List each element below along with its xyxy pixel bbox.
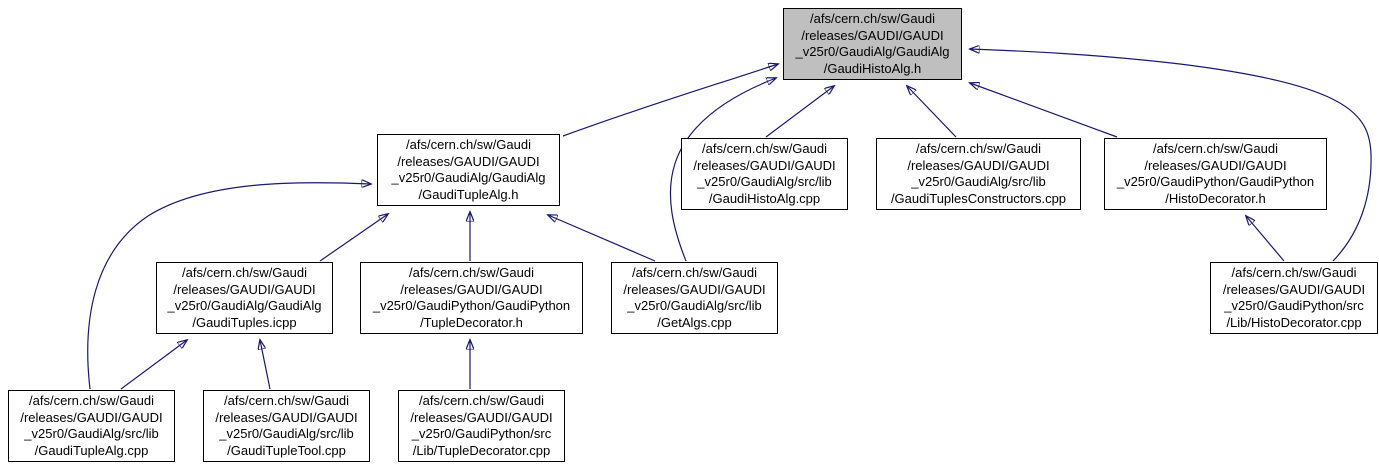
node-path-line: _v25r0/GaudiPython/src	[411, 426, 552, 441]
edge-tupletool_cpp-to-tuples_icpp	[260, 340, 271, 390]
node-path-line: /afs/cern.ch/sw/Gaudi	[702, 141, 827, 156]
edge-histoalg_cpp-to-histoalg_h	[765, 86, 834, 138]
node-gaudi-tuples-icpp[interactable]: /afs/cern.ch/sw/Gaudi /releases/GAUDI/GA…	[156, 262, 333, 334]
node-path-line: /releases/GAUDI/GAUDI	[907, 157, 1050, 173]
node-path-line: /releases/GAUDI/GAUDI	[410, 409, 553, 425]
node-path-line: /releases/GAUDI/GAUDI	[801, 27, 944, 43]
edge-tuplealg_cpp-to-tuplealg_h	[87, 183, 371, 390]
node-histo-decorator-h[interactable]: /afs/cern.ch/sw/Gaudi /releases/GAUDI/GA…	[1104, 138, 1327, 210]
edge-histodecorator_cpp-to-histodecorator_h	[1246, 216, 1285, 262]
node-path-line: /Lib/HistoDecorator.cpp	[1226, 314, 1362, 330]
edge-getalgs_cpp-to-tuplealg_h	[548, 215, 656, 262]
node-path-line: /releases/GAUDI/GAUDI	[400, 281, 543, 297]
node-path-line: /GaudiHistoAlg.cpp	[708, 190, 821, 206]
node-path-line: /GaudiTuplesConstructors.cpp	[890, 190, 1067, 206]
node-path-line: /afs/cern.ch/sw/Gaudi	[1153, 141, 1278, 156]
node-histo-decorator-cpp[interactable]: /afs/cern.ch/sw/Gaudi /releases/GAUDI/GA…	[1210, 262, 1378, 334]
node-path-line: /HistoDecorator.h	[1165, 190, 1266, 206]
node-path-line: /TupleDecorator.h	[420, 314, 523, 330]
node-path-line: /releases/GAUDI/GAUDI	[693, 157, 836, 173]
node-path-line: /afs/cern.ch/sw/Gaudi	[1231, 265, 1357, 280]
node-path-line: _v25r0/GaudiAlg/src/lib	[911, 174, 1046, 189]
node-gaudi-tuples-constructors-cpp[interactable]: /afs/cern.ch/sw/Gaudi /releases/GAUDI/GA…	[876, 138, 1081, 210]
node-tuple-decorator-h[interactable]: /afs/cern.ch/sw/Gaudi /releases/GAUDI/GA…	[360, 262, 583, 334]
node-path-line: _v25r0/GaudiAlg/GaudiAlg	[391, 170, 546, 185]
node-gaudi-histo-alg-h: /afs/cern.ch/sw/Gaudi /releases/GAUDI/GA…	[783, 8, 962, 80]
edge-tuplesconstructors_cpp-to-histoalg_h	[907, 86, 957, 138]
node-path-line: _v25r0/GaudiAlg/src/lib	[24, 426, 159, 441]
node-path-line: /afs/cern.ch/sw/Gaudi	[810, 11, 935, 26]
node-path-line: _v25r0/GaudiAlg/GaudiAlg	[167, 298, 322, 313]
node-gaudi-histo-alg-cpp[interactable]: /afs/cern.ch/sw/Gaudi /releases/GAUDI/GA…	[681, 138, 848, 210]
edge-tuplealg_h-to-histoalg_h	[562, 64, 778, 137]
node-path-line: /GaudiTupleAlg.cpp	[34, 442, 149, 458]
node-tuple-decorator-cpp[interactable]: /afs/cern.ch/sw/Gaudi /releases/GAUDI/GA…	[398, 390, 565, 462]
node-path-line: /afs/cern.ch/sw/Gaudi	[224, 393, 349, 408]
node-path-line: /GaudiTupleTool.cpp	[227, 442, 346, 458]
node-path-line: /GaudiTuples.icpp	[192, 314, 297, 330]
node-path-line: _v25r0/GaudiPython/GaudiPython	[1116, 174, 1315, 189]
node-get-algs-cpp[interactable]: /afs/cern.ch/sw/Gaudi /releases/GAUDI/GA…	[611, 262, 778, 334]
node-path-line: /afs/cern.ch/sw/Gaudi	[29, 393, 154, 408]
edge-tuples_icpp-to-tuplealg_h	[319, 214, 388, 262]
node-gaudi-tuple-alg-cpp[interactable]: /afs/cern.ch/sw/Gaudi /releases/GAUDI/GA…	[8, 390, 175, 462]
node-path-line: _v25r0/GaudiAlg/src/lib	[219, 426, 354, 441]
node-path-line: /releases/GAUDI/GAUDI	[1144, 157, 1287, 173]
node-path-line: _v25r0/GaudiPython/GaudiPython	[372, 298, 571, 313]
node-path-line: /releases/GAUDI/GAUDI	[1222, 281, 1366, 297]
edge-tuplealg_cpp-to-tuples_icpp	[120, 340, 187, 390]
node-path-line: /afs/cern.ch/sw/Gaudi	[419, 393, 544, 408]
node-path-line: /releases/GAUDI/GAUDI	[623, 281, 766, 297]
node-path-line: _v25r0/GaudiAlg/src/lib	[627, 298, 762, 313]
node-path-line: /releases/GAUDI/GAUDI	[173, 281, 316, 297]
node-path-line: /Lib/TupleDecorator.cpp	[412, 442, 551, 458]
node-path-line: /GaudiTupleAlg.h	[418, 186, 519, 202]
node-path-line: /GetAlgs.cpp	[657, 314, 732, 330]
node-path-line: /releases/GAUDI/GAUDI	[215, 409, 358, 425]
node-path-line: /afs/cern.ch/sw/Gaudi	[632, 265, 757, 280]
node-path-line: _v25r0/GaudiPython/src	[1224, 298, 1364, 313]
node-gaudi-tuple-alg-h[interactable]: /afs/cern.ch/sw/Gaudi /releases/GAUDI/GA…	[377, 134, 560, 206]
node-path-line: /afs/cern.ch/sw/Gaudi	[409, 265, 534, 280]
edge-histodecorator_h-to-histoalg_h	[970, 83, 1118, 138]
node-path-line: /afs/cern.ch/sw/Gaudi	[406, 137, 531, 152]
node-path-line: /releases/GAUDI/GAUDI	[397, 153, 540, 169]
node-gaudi-tuple-tool-cpp[interactable]: /afs/cern.ch/sw/Gaudi /releases/GAUDI/GA…	[203, 390, 370, 462]
node-path-line: _v25r0/GaudiAlg/GaudiAlg	[795, 44, 950, 59]
node-path-line: /afs/cern.ch/sw/Gaudi	[916, 141, 1041, 156]
node-path-line: /afs/cern.ch/sw/Gaudi	[182, 265, 307, 280]
edge-histodecorator_cpp-to-histoalg_h	[970, 49, 1372, 262]
node-path-line: /GaudiHistoAlg.h	[823, 60, 922, 76]
edge-getalgs_cpp-to-histoalg_h	[669, 78, 776, 262]
node-path-line: _v25r0/GaudiAlg/src/lib	[697, 174, 832, 189]
node-path-line: /releases/GAUDI/GAUDI	[20, 409, 163, 425]
